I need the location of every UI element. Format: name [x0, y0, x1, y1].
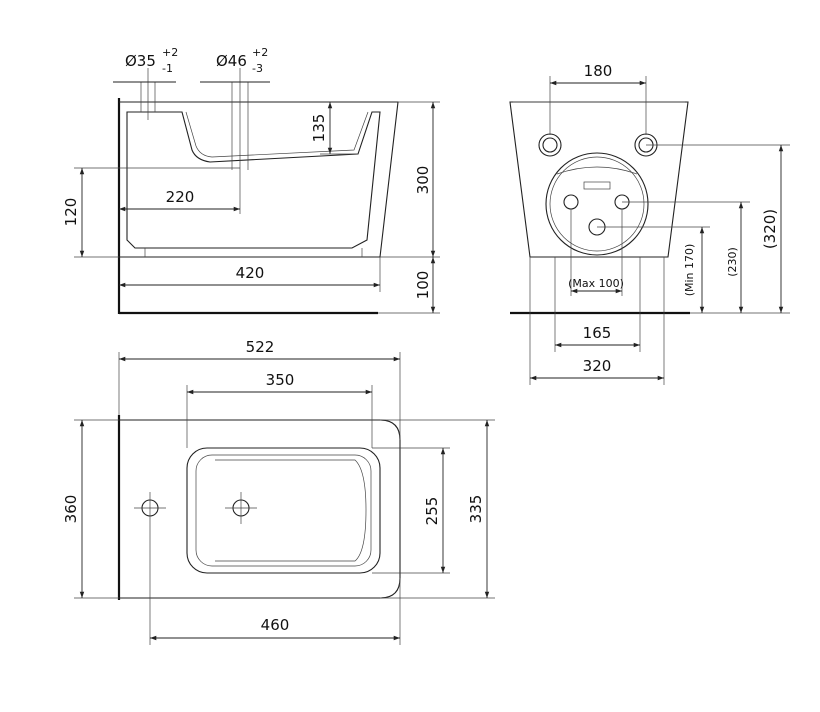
front-body-outline: [509, 101, 689, 258]
dia2-tol-minus: -3: [252, 62, 263, 75]
top-body-outline: [119, 419, 401, 599]
dim-350-label: 350: [266, 371, 295, 389]
dim-320h-label: (320): [761, 209, 779, 249]
front-connection-arc: [556, 166, 638, 175]
dim-420-label: 420: [236, 264, 265, 282]
front-connection-circle-inner: [549, 156, 645, 252]
dim-min170-label: (Min 170): [683, 244, 696, 297]
side-view: Ø35 +2 -1 Ø46 +2 -3 135 300 100 120 220 …: [62, 46, 440, 315]
dim-165-label: 165: [583, 324, 612, 342]
top-bowl-inner: [195, 454, 372, 567]
dim-255-label: 255: [423, 497, 441, 526]
dia2-tol-plus: +2: [252, 46, 268, 59]
top-bowl-outer: [186, 447, 381, 574]
top-bowl-rim: [215, 459, 367, 562]
dim-335-label: 335: [467, 495, 485, 524]
side-bowl-outline: [126, 111, 381, 249]
dim-135-label: 135: [310, 114, 328, 143]
side-body-outline: [119, 101, 399, 258]
dim-522-label: 522: [246, 338, 275, 356]
dia2-label: Ø46: [216, 52, 247, 70]
side-bowl-inner: [185, 111, 369, 158]
front-inlet-left: [563, 194, 579, 210]
top-view: 522 350 360 255 335 460: [62, 338, 495, 645]
dim-360-label: 360: [62, 495, 80, 524]
dim-180-label: 180: [584, 62, 613, 80]
dim-220-label: 220: [166, 188, 195, 206]
dia1-tol-minus: -1: [162, 62, 173, 75]
dim-100-label: 100: [414, 271, 432, 300]
dim-460-label: 460: [261, 616, 290, 634]
front-connection-slot: [583, 181, 611, 190]
front-view: 180 (320) (230) (Min 170) (Max 100) 165 …: [509, 62, 790, 385]
dia1-tol-plus: +2: [162, 46, 178, 59]
front-connection-circle: [545, 152, 649, 256]
dim-320w-label: 320: [583, 357, 612, 375]
dia1-label: Ø35: [125, 52, 156, 70]
dim-max100-label: (Max 100): [568, 277, 624, 290]
dim-120-label: 120: [62, 198, 80, 227]
dim-300-label: 300: [414, 166, 432, 195]
front-mount-hole-left: [538, 133, 562, 157]
front-mount-hole-left-inner: [542, 137, 558, 153]
dim-230-label: (230): [726, 247, 739, 277]
